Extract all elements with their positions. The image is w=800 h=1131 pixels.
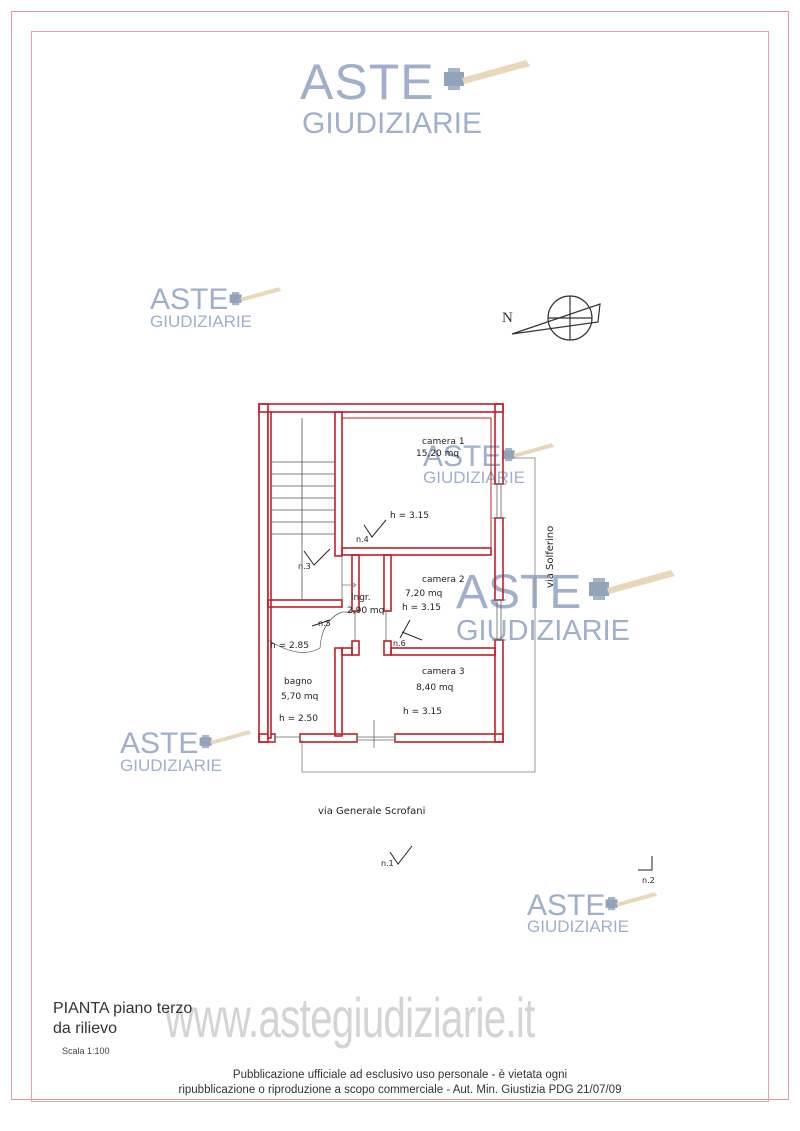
plan-scale: Scala 1:100	[62, 1046, 110, 1056]
watermark-line2: GIUDIZIARIE	[527, 917, 629, 936]
room-height-camera3: h = 3.15	[403, 707, 442, 717]
inner-frame	[31, 31, 769, 1102]
street-via-generale-scrofani: via Generale Scrofani	[318, 806, 425, 817]
watermark-logo-lower-left: ASTE GIUDIZIARIE	[120, 727, 252, 775]
room-area-camera2: 7,20 mq	[405, 589, 442, 599]
room-area-camera3: 8,40 mq	[416, 683, 453, 693]
room-area-camera1: 15,20 mq	[416, 449, 459, 459]
external-outline	[301, 457, 536, 773]
staircase	[272, 418, 335, 600]
room-label-camera1: camera 1	[422, 437, 465, 447]
legal-notice-line1: Pubblicazione ufficiale ad esclusivo uso…	[232, 1069, 568, 1081]
north-letter: N	[502, 310, 513, 326]
legal-notice: Pubblicazione ufficiale ad esclusivo uso…	[150, 1068, 650, 1098]
legal-notice-line2: ripubblicazione o riproduzione a scopo c…	[178, 1084, 622, 1096]
watermark-line2: GIUDIZIARIE	[423, 468, 525, 487]
room-label-camera3: camera 3	[422, 667, 465, 677]
room-height2-bagno: h = 2.85	[270, 641, 309, 651]
room-area-ingr: 2,90 mq	[347, 606, 384, 616]
room-height-camera2: h = 3.15	[402, 603, 441, 613]
watermark-logo-lower-right: ASTE GIUDIZIARIE	[527, 889, 658, 936]
room-height-camera1: h = 3.15	[390, 511, 429, 521]
plan-title: PIANTA piano terzo da rilievo	[53, 999, 192, 1039]
north-arrow-icon: N	[502, 295, 601, 341]
watermark-logo-center: ASTE GIUDIZIARIE	[456, 566, 675, 647]
watermark-line1: ASTE	[423, 440, 501, 473]
site-watermark: www.astegiudiziarie.it	[165, 986, 535, 1049]
marker-n3: n.3	[298, 562, 311, 571]
photo-markers: n.4 n.3 n.5 n.6 n.1 n.2	[298, 519, 655, 885]
windows	[274, 483, 506, 748]
watermark-line1: ASTE	[527, 889, 605, 922]
watermark-line1: ASTE	[120, 727, 198, 760]
doors	[267, 556, 387, 653]
room-label-ingr: ingr.	[351, 593, 371, 603]
outer-frame	[11, 11, 789, 1100]
inner-wall-lines	[342, 417, 492, 548]
plan-title-bold: PIANTA	[53, 1000, 109, 1017]
room-label-bagno: bagno	[284, 677, 313, 687]
watermark-logo-plan: ASTE GIUDIZIARIE	[423, 440, 555, 487]
watermark-logo-left: ASTE GIUDIZIARIE	[150, 283, 282, 331]
marker-n2: n.2	[642, 876, 655, 885]
room-area-bagno: 5,70 mq	[281, 692, 318, 702]
marker-n5: n.5	[318, 619, 331, 628]
watermark-line2: GIUDIZIARIE	[456, 615, 630, 647]
watermark-line1: ASTE	[456, 566, 581, 619]
watermark-logo-top: ASTE GIUDIZIARIE	[300, 54, 530, 140]
room-label-camera2: camera 2	[422, 575, 465, 585]
plan-title-line2: da rilievo	[53, 1020, 118, 1037]
plan-title-rest: piano terzo	[108, 1000, 193, 1017]
watermark-line2: GIUDIZIARIE	[150, 312, 252, 331]
watermark-line2: GIUDIZIARIE	[120, 756, 222, 775]
entry-arrow-icon	[342, 581, 357, 589]
marker-n1: n.1	[381, 859, 394, 868]
watermark-line1: ASTE	[150, 283, 228, 316]
marker-n4: n.4	[356, 535, 369, 544]
room-height-bagno: h = 2.50	[279, 714, 318, 724]
street-via-solferino: via Solferino	[545, 526, 556, 588]
watermark-line2: GIUDIZIARIE	[302, 107, 482, 140]
watermark-line1: ASTE	[300, 54, 435, 110]
marker-n6: n.6	[393, 639, 406, 648]
